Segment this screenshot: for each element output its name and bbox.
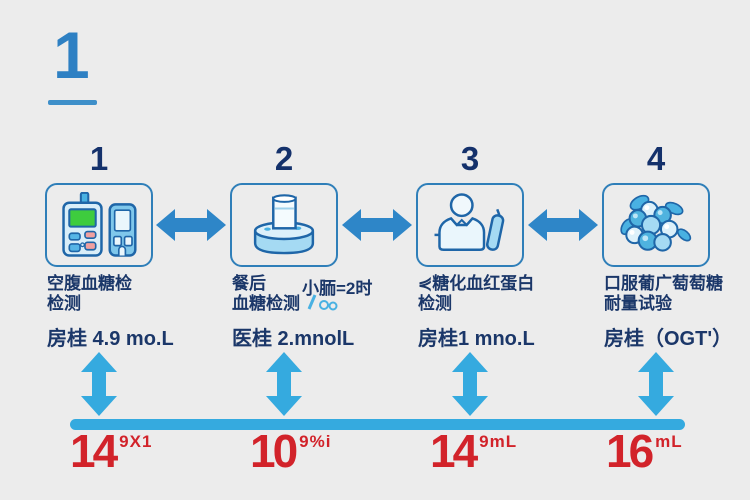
- step-3-value: 房桂1 mno.L: [418, 328, 535, 350]
- step-2-value: 医桂 2.mnolL: [232, 328, 355, 350]
- step-2-number: 2: [274, 140, 294, 177]
- timeline-label-2: 10 9%i: [250, 428, 331, 474]
- step-1-icon-box: [45, 183, 153, 267]
- grapes-icon: [620, 194, 692, 252]
- step-3-icon-box: [416, 183, 524, 267]
- double-arrow-2-3-icon: [342, 209, 412, 241]
- timeline-label-3: 14 9mL: [430, 428, 517, 474]
- timeline-value-2: 10: [250, 425, 298, 477]
- timeline-bar: [70, 419, 685, 430]
- timeline-value-3: 14: [430, 425, 478, 477]
- step-1-title-line1: 空腹血糖检: [47, 274, 132, 293]
- step-column-1: 1 空腹血糖检 检测 房桂 4.9 mo.L: [45, 0, 174, 500]
- timeline-value-4: 16: [606, 425, 654, 477]
- step-3-title-line2: 检测: [418, 294, 452, 313]
- step-4-title-line2: 耐量试验: [604, 294, 672, 313]
- step-column-2: 2 餐后 小胹=2时 血糖检测 医桂 2.mnolL: [230, 0, 372, 500]
- timeline-label-4: 16 mL: [606, 428, 683, 474]
- step-column-4: 4 口服葡广萄萄糖: [602, 0, 732, 500]
- timeline-value-1: 14: [70, 425, 118, 477]
- vertical-double-arrow-3-icon: [452, 352, 488, 416]
- sample-cup-icon: [253, 194, 315, 255]
- timeline-label-1: 14 9X1: [70, 428, 152, 474]
- double-arrow-1-2-icon: [156, 209, 226, 241]
- double-arrow-3-4-icon: [528, 209, 598, 241]
- section-number: 1: [53, 18, 90, 92]
- step-4-title-line1: 口服葡广萄萄糖: [604, 274, 723, 293]
- step-2-title-line1-right: 小胹=2时: [302, 279, 373, 298]
- vertical-double-arrow-1-icon: [81, 352, 117, 416]
- step-1-title-line2: 检测: [47, 294, 81, 313]
- timeline-sup-3: 9mL: [479, 432, 518, 451]
- vertical-double-arrow-4-icon: [638, 352, 674, 416]
- pen-and-glasses-icon: [307, 294, 338, 311]
- step-4-value: 房桂（OGT'）: [604, 328, 733, 350]
- timeline-sup-1: 9X1: [119, 432, 153, 451]
- step-3-title-line1: ⋞糖化血红蛋白: [418, 274, 535, 293]
- timeline-sup-2: 9%i: [299, 432, 332, 451]
- glucose-meter-icon: [62, 192, 137, 257]
- step-column-3: 3 ⋞糖化血红蛋白 检测 房桂1 mno.L: [416, 0, 535, 500]
- step-1-value: 房桂 4.9 mo.L: [47, 328, 174, 350]
- step-4-icon-box: [602, 183, 710, 267]
- step-4-number: 4: [646, 140, 666, 177]
- step-3-number: 3: [460, 140, 480, 177]
- person-with-pen-icon: [434, 193, 505, 251]
- step-1-number: 1: [89, 140, 109, 177]
- step-2-title-line1: 餐后: [232, 274, 266, 293]
- step-2-title-line2: 血糖检测: [232, 294, 339, 314]
- section-number-underline: [48, 100, 97, 105]
- step-2-icon-box: [230, 183, 338, 267]
- vertical-double-arrow-2-icon: [266, 352, 302, 416]
- timeline-sup-4: mL: [655, 432, 683, 451]
